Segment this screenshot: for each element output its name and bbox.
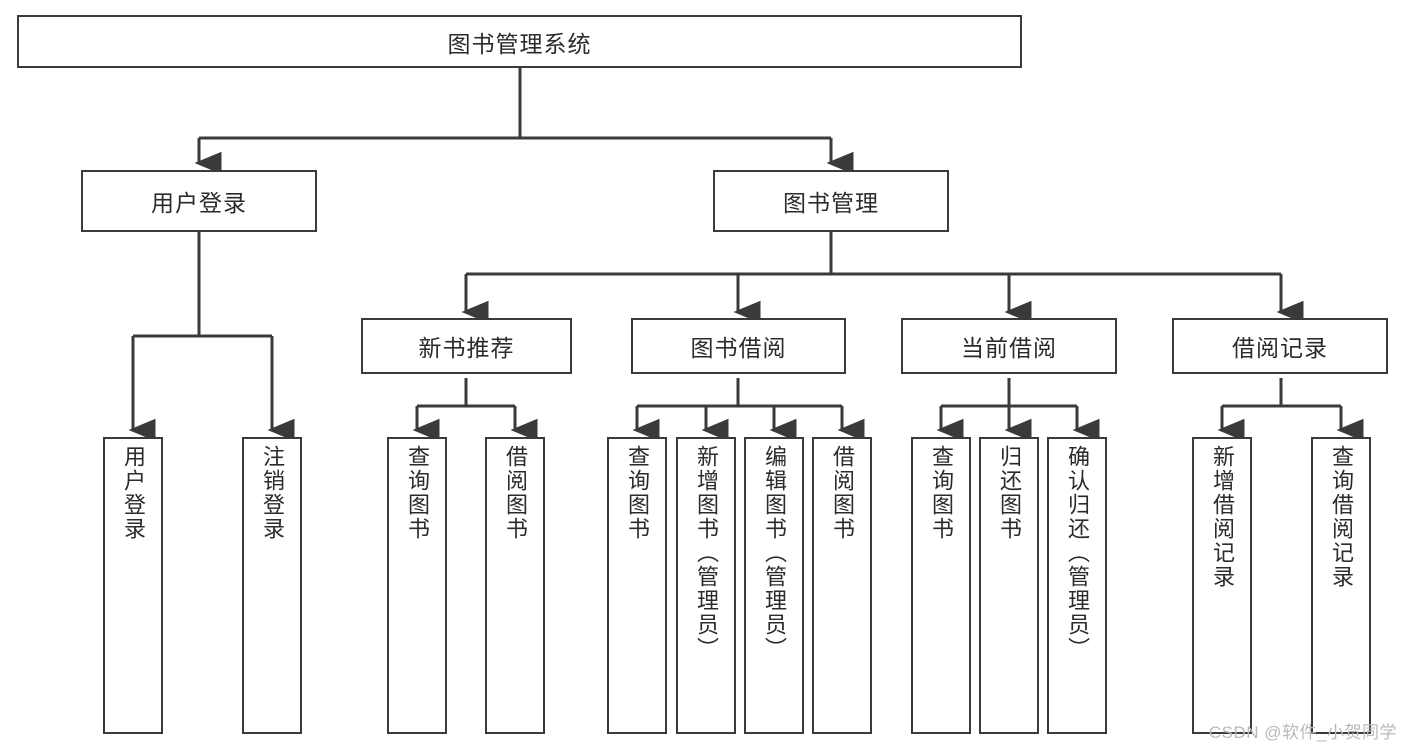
node-label: 查询图书 — [404, 445, 430, 541]
leaf-book-borrow-add-book-admin[interactable]: 新增图书（管理员） — [676, 437, 736, 734]
node-label: 借阅图书 — [502, 445, 528, 541]
node-current-borrow[interactable]: 当前借阅 — [901, 318, 1117, 374]
node-label: 借阅图书 — [829, 445, 855, 541]
node-new-book-recommend[interactable]: 新书推荐 — [361, 318, 572, 374]
node-label: 用户登录 — [120, 445, 146, 541]
node-label: 新书推荐 — [418, 335, 515, 361]
leaf-book-borrow-edit-book-admin[interactable]: 编辑图书（管理员） — [744, 437, 804, 734]
leaf-book-borrow-borrow-book[interactable]: 借阅图书 — [812, 437, 872, 734]
leaf-current-borrow-return-book[interactable]: 归还图书 — [979, 437, 1039, 734]
node-label: 新增借阅记录 — [1209, 445, 1235, 589]
node-book-management[interactable]: 图书管理 — [713, 170, 949, 232]
node-label: 查询图书 — [624, 445, 650, 541]
node-user-login[interactable]: 用户登录 — [81, 170, 317, 232]
leaf-new-book-borrow-book[interactable]: 借阅图书 — [485, 437, 545, 734]
node-borrow-record[interactable]: 借阅记录 — [1172, 318, 1388, 374]
leaf-borrow-record-add-record[interactable]: 新增借阅记录 — [1192, 437, 1252, 734]
node-label: 用户登录 — [151, 190, 247, 216]
leaf-user-login-logout[interactable]: 注销登录 — [242, 437, 302, 734]
node-label: 图书借阅 — [690, 335, 787, 361]
node-label: 借阅记录 — [1232, 335, 1328, 361]
node-label: 当前借阅 — [961, 335, 1057, 361]
node-label: 查询借阅记录 — [1328, 445, 1354, 589]
node-book-borrow[interactable]: 图书借阅 — [631, 318, 846, 374]
watermark-text: CSDN @软件_小贺同学 — [1208, 723, 1397, 742]
node-label: 注销登录 — [259, 445, 285, 541]
node-label: 确认归还（管理员） — [1064, 445, 1090, 661]
node-label: 编辑图书（管理员） — [761, 445, 787, 661]
leaf-user-login-login[interactable]: 用户登录 — [103, 437, 163, 734]
node-label: 图书管理系统 — [447, 30, 592, 57]
node-label: 图书管理 — [783, 190, 879, 216]
node-label: 归还图书 — [996, 445, 1022, 541]
node-root-book-management-system[interactable]: 图书管理系统 — [17, 15, 1022, 68]
leaf-borrow-record-query-record[interactable]: 查询借阅记录 — [1311, 437, 1371, 734]
node-label: 查询图书 — [928, 445, 954, 541]
leaf-book-borrow-query-book[interactable]: 查询图书 — [607, 437, 667, 734]
leaf-current-borrow-confirm-return-admin[interactable]: 确认归还（管理员） — [1047, 437, 1107, 734]
node-label: 新增图书（管理员） — [693, 445, 719, 661]
leaf-current-borrow-query-book[interactable]: 查询图书 — [911, 437, 971, 734]
leaf-new-book-query-book[interactable]: 查询图书 — [387, 437, 447, 734]
